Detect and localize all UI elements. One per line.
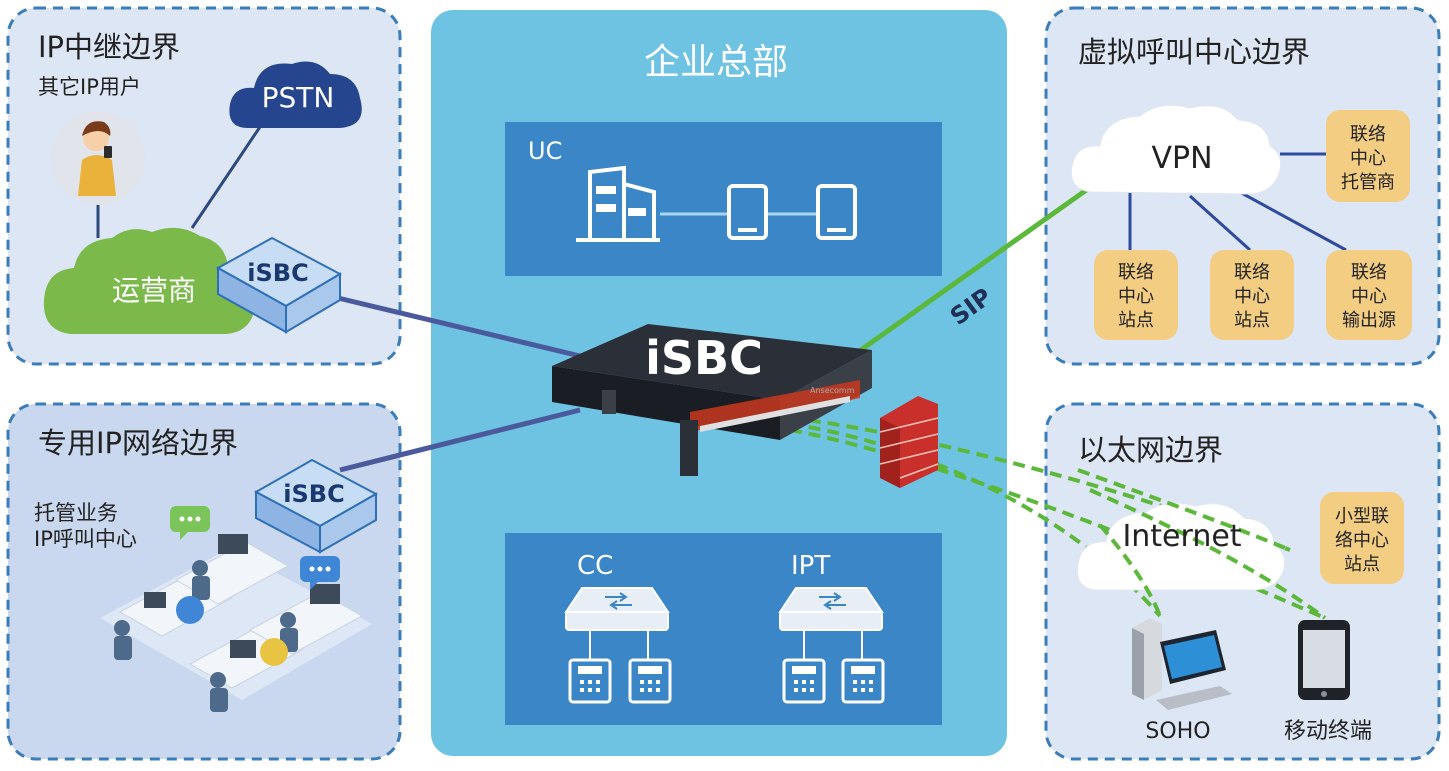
- carrier-cloud: 运营商: [43, 227, 256, 334]
- svg-text:联络: 联络: [1118, 262, 1154, 283]
- isbc-main-label: iSBC: [645, 331, 763, 385]
- internet-label: Internet: [1122, 519, 1241, 554]
- link-ip-trunk: [337, 295, 581, 359]
- tag-cc-site: 联络 中心 站点: [1210, 250, 1294, 340]
- svg-text:小型联: 小型联: [1335, 506, 1389, 527]
- isbc-node-icon: iSBC: [253, 458, 379, 554]
- vpn-label: VPN: [1151, 141, 1212, 176]
- mobile-label: 移动终端: [1284, 719, 1372, 744]
- tag-cc-source: 联络 中心 输出源: [1326, 250, 1412, 340]
- user-avatar: [51, 111, 145, 205]
- office-building-icon: [576, 165, 660, 242]
- uc-label: UC: [528, 137, 562, 165]
- svg-text:中心: 中心: [1351, 286, 1387, 307]
- pstn-cloud: PSTN: [229, 61, 362, 128]
- svg-text:络中心: 络中心: [1335, 530, 1389, 551]
- pstn-label: PSTN: [262, 81, 335, 114]
- link-internet-dashed-overlay: [1077, 468, 1327, 620]
- ip-trunk-subtitle: 其它IP用户: [38, 75, 141, 99]
- desktop-computer-icon: [1132, 618, 1232, 710]
- firewall-icon: [879, 396, 939, 488]
- svg-text:托管商: 托管商: [1341, 172, 1395, 193]
- device-brand: Ansecomm: [810, 386, 855, 395]
- tag-small-site: 小型联 络中心 站点: [1320, 492, 1404, 584]
- hq-title: 企业总部: [644, 42, 788, 83]
- virtual-cc-title: 虚拟呼叫中心边界: [1078, 35, 1310, 69]
- mobile-phone-icon: [1298, 620, 1350, 700]
- svg-text:中心: 中心: [1234, 286, 1270, 307]
- ipt-label: IPT: [791, 551, 830, 581]
- svg-text:输出源: 输出源: [1342, 310, 1396, 331]
- isbc-node-icon: iSBC: [215, 236, 343, 334]
- ethernet-title: 以太网边界: [1078, 433, 1223, 467]
- svg-text:中心: 中心: [1350, 148, 1386, 169]
- ip-trunk-title: IP中继边界: [38, 30, 180, 64]
- svg-text:中心: 中心: [1118, 286, 1154, 307]
- switch-icon-ipt: [778, 587, 884, 660]
- desk-phone-icon: [782, 658, 885, 704]
- internet-cloud: [1076, 502, 1286, 591]
- link-sip: [856, 183, 1094, 355]
- tag-cc-host: 联络 中心 托管商: [1326, 110, 1410, 202]
- private-ip-title: 专用IP网络边界: [38, 426, 238, 460]
- svg-text:联络: 联络: [1350, 124, 1386, 145]
- svg-text:站点: 站点: [1234, 310, 1270, 331]
- private-ip-desc-1: 托管业务: [34, 501, 118, 525]
- isbc-main-device: iSBC Ansecomm: [552, 324, 872, 476]
- call-center-illustration: [100, 506, 372, 712]
- svg-text:站点: 站点: [1118, 310, 1154, 331]
- svg-text:联络: 联络: [1234, 262, 1270, 283]
- cc-label: CC: [577, 551, 613, 581]
- carrier-label: 运营商: [112, 274, 196, 307]
- phone-icon: [727, 184, 768, 240]
- tag-cc-site: 联络 中心 站点: [1094, 250, 1178, 340]
- tablet-icon: [816, 184, 857, 240]
- uc-box: UC: [505, 122, 942, 276]
- link-private-ip: [339, 407, 581, 473]
- svg-text:站点: 站点: [1344, 554, 1380, 575]
- vpn-cloud: VPN: [1070, 104, 1282, 195]
- vpn-links: [1128, 152, 1347, 252]
- desk-phone-icon: [568, 658, 672, 704]
- cc-ipt-box: CC IPT: [505, 533, 942, 725]
- private-ip-desc-2: IP呼叫中心: [34, 527, 137, 551]
- svg-text:联络: 联络: [1351, 262, 1387, 283]
- soho-label: SOHO: [1145, 719, 1210, 744]
- isbc-trunk-label: iSBC: [247, 259, 308, 287]
- switch-icon-cc: [564, 587, 670, 660]
- isbc-private-label: iSBC: [283, 480, 344, 508]
